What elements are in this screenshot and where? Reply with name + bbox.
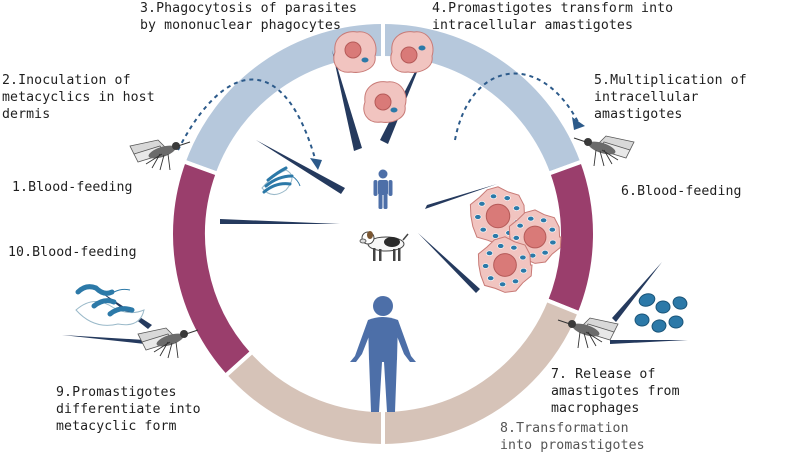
label-step-10: 10.Blood-feeding xyxy=(8,245,137,260)
intracellular-amastigote xyxy=(527,216,535,222)
intracellular-amastigote xyxy=(487,275,495,281)
intracellular-amastigote xyxy=(503,195,511,201)
pointer-wedge xyxy=(612,262,662,322)
ring-segment-right xyxy=(543,158,597,317)
intracellular-amastigote xyxy=(541,250,549,256)
human-figure-icon xyxy=(373,169,393,209)
pointer-wedge xyxy=(610,340,688,344)
pointer-wedge xyxy=(62,335,145,344)
pointer-wedge xyxy=(332,50,362,151)
intracellular-amastigote xyxy=(478,201,486,207)
label-step-1: 1.Blood-feeding xyxy=(12,180,133,195)
intracellular-amastigote xyxy=(511,278,519,284)
sandfly-icon xyxy=(137,327,199,359)
macrophage-nucleus xyxy=(485,203,511,229)
label-step-3: 3.Phagocytosis of parasites by mononucle… xyxy=(140,1,358,33)
sandfly-icon xyxy=(557,317,619,349)
pointer-wedge xyxy=(425,184,497,209)
intracellular-amastigote xyxy=(513,205,521,211)
intracellular-amastigote xyxy=(512,235,520,241)
intracellular-amastigote xyxy=(474,214,482,220)
dashed-arrow-multiplication-head xyxy=(572,117,585,130)
label-step-9: 9.Promastigotes differentiate into metac… xyxy=(56,385,201,434)
intracellular-amastigote xyxy=(540,217,548,224)
macrophage-nucleus xyxy=(523,225,547,249)
macrophage-icon xyxy=(363,81,407,123)
label-step-7: 7. Release of amastigotes from macrophag… xyxy=(551,367,680,416)
label-step-6: 6.Blood-feeding xyxy=(621,184,742,199)
intracellular-amastigote xyxy=(519,254,527,261)
ring-segment-left xyxy=(169,158,256,379)
amastigote-icon xyxy=(634,293,688,333)
intracellular-amastigote xyxy=(548,227,556,233)
macrophage-nucleus xyxy=(493,253,517,277)
pointer-wedge xyxy=(418,233,480,293)
pointer-wedge xyxy=(220,219,340,224)
sandflies xyxy=(129,135,635,359)
intracellular-amastigote xyxy=(499,281,507,287)
dashed-arrow-inoculation-head xyxy=(310,158,322,170)
macrophage-icon xyxy=(390,31,434,73)
pointer-wedge xyxy=(256,140,345,194)
intracellular-amastigote xyxy=(485,250,493,256)
dashed-arrow-inoculation xyxy=(177,78,317,163)
infected-macrophages xyxy=(469,186,562,293)
intracellular-amastigote xyxy=(516,223,524,229)
host-cycle-ring xyxy=(169,20,597,448)
promastigote-icon xyxy=(261,166,301,195)
ring-segment-lower xyxy=(222,297,583,448)
promastigote-icon xyxy=(75,284,145,326)
intracellular-amastigote xyxy=(497,243,505,249)
macrophage-icon xyxy=(333,31,377,73)
intracellular-amastigote xyxy=(510,245,518,251)
intracellular-amastigote xyxy=(482,263,490,269)
infected-macrophage-icon xyxy=(477,236,533,293)
intracellular-amastigote xyxy=(491,233,499,239)
intracellular-amastigote xyxy=(489,193,497,200)
sandfly-icon xyxy=(129,139,191,171)
label-step-4: 4.Promastigotes transform into intracell… xyxy=(432,1,674,33)
intracellular-amastigote xyxy=(520,268,528,274)
label-step-5: 5.Multiplication of intracellular amasti… xyxy=(594,73,747,122)
label-step-8: 8.Transformation into promastigotes xyxy=(500,421,645,453)
sandfly-icon xyxy=(573,135,635,167)
human-figure-large-icon xyxy=(350,296,416,412)
intracellular-amastigote xyxy=(549,239,557,246)
intracellular-amastigote xyxy=(479,227,487,233)
label-step-2: 2.Inoculation of metacyclics in host der… xyxy=(2,73,155,122)
dog-icon xyxy=(359,231,409,261)
dashed-arrow-multiplication xyxy=(454,72,579,141)
